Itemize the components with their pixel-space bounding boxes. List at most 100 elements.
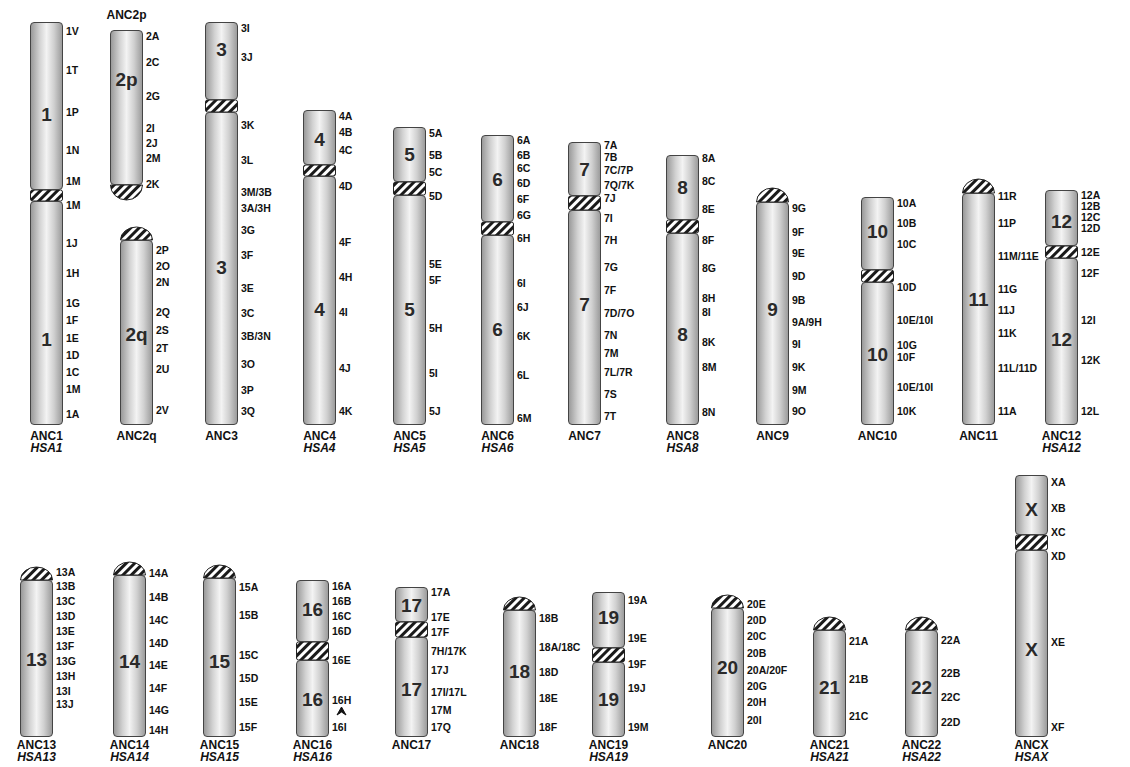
arm-number: 16 xyxy=(302,599,323,621)
arm-number: 13 xyxy=(26,649,47,671)
band-label: 19A xyxy=(628,594,647,606)
band-label: 13E xyxy=(56,625,75,637)
band-label: 11J xyxy=(998,304,1015,316)
human-chromosome-name: HSA12 xyxy=(1042,442,1081,454)
band-label: 6F xyxy=(517,193,529,205)
band-label: 9M xyxy=(792,384,807,396)
band-label: 8G xyxy=(702,262,716,274)
band-label: 10F xyxy=(897,351,915,363)
band-label: 22D xyxy=(941,716,960,728)
band-label: 7I xyxy=(604,212,613,224)
band-label: 7G xyxy=(604,261,618,273)
chromosome-arm: 21 xyxy=(813,630,846,737)
band-label: 20G xyxy=(747,680,767,692)
human-chromosome-name: HSA22 xyxy=(902,751,941,763)
band-label: 11A xyxy=(998,405,1017,417)
chromosome-name: ANCX xyxy=(1014,739,1048,751)
band-label: 14B xyxy=(149,591,168,603)
chromosome-arm: 12 xyxy=(1045,190,1078,246)
arm-number: 1 xyxy=(41,329,52,351)
chromosome-arm: 7 xyxy=(568,142,601,196)
band-label: 11P xyxy=(998,217,1016,229)
band-label: 2I xyxy=(146,122,155,134)
band-label: 12B xyxy=(1081,200,1100,212)
band-label: 11R xyxy=(998,190,1017,202)
band-label: 17J xyxy=(431,664,449,676)
band-label: 3A/3H xyxy=(241,202,271,214)
band-label: 6M xyxy=(517,412,532,424)
centromere-cap xyxy=(504,597,536,610)
human-chromosome-name: HSA4 xyxy=(303,442,335,454)
chromosome-arm: 20 xyxy=(711,608,744,737)
band-label: 16H xyxy=(332,694,351,706)
band-label: 13B xyxy=(56,580,75,592)
band-label: 8A xyxy=(702,152,715,164)
band-label: 2S xyxy=(156,324,169,336)
band-label: 8E xyxy=(702,203,715,215)
arm-number: 22 xyxy=(911,677,932,699)
band-label: 8N xyxy=(702,406,715,418)
band-label: 15E xyxy=(239,696,258,708)
centromere-band xyxy=(206,100,238,112)
centromere-band xyxy=(593,648,625,662)
arm-number: 4 xyxy=(314,129,325,151)
arm-number: X xyxy=(1025,499,1038,521)
chromosome: ANC15HSA1515 xyxy=(188,565,252,763)
band-label: 14G xyxy=(149,704,169,716)
chromosome-arm: 9 xyxy=(756,202,789,425)
arrowhead-marker xyxy=(337,707,346,715)
chromosome-arm: 2p xyxy=(110,30,143,185)
band-label: 7H xyxy=(604,234,617,246)
band-label: 21C xyxy=(849,710,868,722)
band-label: 4J xyxy=(339,362,351,374)
chromosome-name: ANC9 xyxy=(756,430,789,442)
band-label: 14H xyxy=(149,724,168,736)
band-label: 12D xyxy=(1081,222,1100,234)
band-label: 9O xyxy=(792,405,806,417)
arm-number: 20 xyxy=(717,657,738,679)
band-label: 6B xyxy=(517,149,530,161)
band-label: 10D xyxy=(897,281,916,293)
band-label: 3J xyxy=(241,51,253,63)
band-label: 1V xyxy=(66,25,79,37)
band-label: 11G xyxy=(998,283,1017,295)
chromosome-arm: X xyxy=(1015,550,1048,737)
band-label: 12L xyxy=(1081,405,1099,417)
arm-number: 5 xyxy=(404,299,415,321)
chromosome-name: ANC21 xyxy=(810,739,849,751)
band-label: 13J xyxy=(56,698,74,710)
band-label: 16B xyxy=(332,595,351,607)
band-label: 1T xyxy=(66,64,78,76)
chromosome-arm: 15 xyxy=(203,578,236,737)
band-label: 2V xyxy=(156,404,169,416)
band-label: 4H xyxy=(339,271,352,283)
band-label: 10A xyxy=(897,197,916,209)
band-label: 19J xyxy=(628,682,646,694)
band-label: 1M xyxy=(66,383,81,395)
band-label: 7S xyxy=(604,388,617,400)
human-chromosome-name: HSA16 xyxy=(293,751,332,763)
band-label: 7B xyxy=(604,151,617,163)
chromosome-arm: 10 xyxy=(861,197,894,270)
band-label: 4A xyxy=(339,110,352,122)
arm-number: 17 xyxy=(401,679,422,701)
band-label: 7A xyxy=(604,139,617,151)
band-label: 1P xyxy=(66,106,79,118)
arm-number: 7 xyxy=(579,159,590,181)
band-label: 3E xyxy=(241,282,254,294)
chromosome-name: ANC2q xyxy=(116,430,156,442)
band-label: 3C xyxy=(241,307,254,319)
band-label: XA xyxy=(1051,476,1066,488)
arm-number: 10 xyxy=(867,221,888,243)
human-chromosome-name: HSA15 xyxy=(200,751,239,763)
band-label: 14E xyxy=(149,659,168,671)
chromosome-arm: 18 xyxy=(503,610,536,737)
centromere-cap xyxy=(757,188,789,202)
band-label: 3Q xyxy=(241,405,255,417)
band-label: 3P xyxy=(241,384,254,396)
band-label: 18F xyxy=(539,721,557,733)
band-label: 5C xyxy=(429,166,442,178)
band-label: 7Q/7K xyxy=(604,179,634,191)
arm-number: X xyxy=(1025,639,1038,661)
band-label: 6J xyxy=(517,301,529,313)
